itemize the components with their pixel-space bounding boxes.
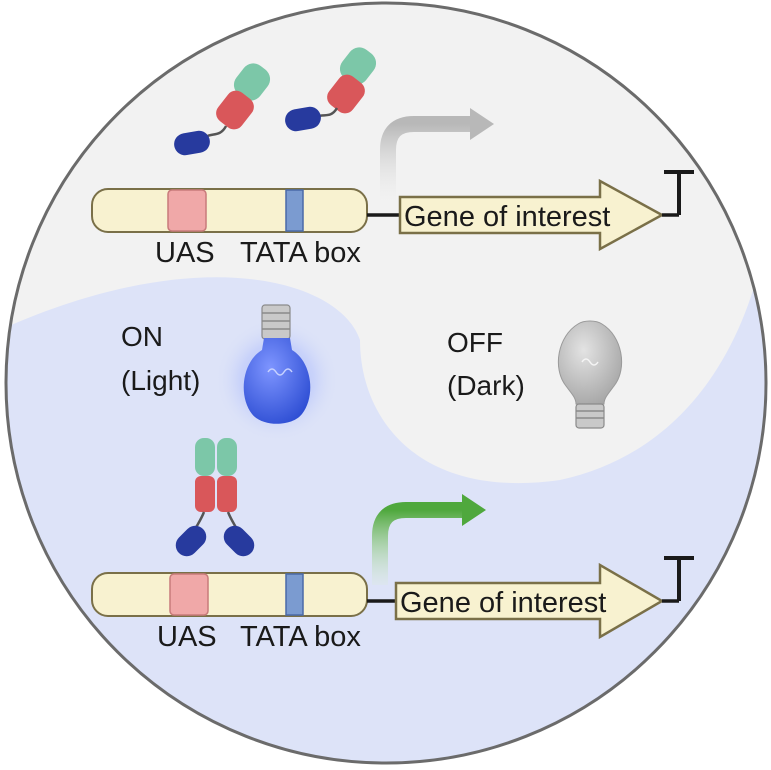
dna-binding-domain [174,130,210,156]
dimerization-domain-teal [195,438,215,476]
circle-border [4,1,768,765]
transcription-arrow-icon [372,494,486,585]
on-sublabel: (Light) [121,365,200,396]
uas-site [167,189,207,232]
bottom-construct: Gene of interest UAS TATA box [91,438,694,653]
gal4-dimer [175,438,255,557]
tata-label: TATA box [240,237,361,269]
off-sublabel: (Dark) [447,370,525,401]
transcription-arrow-icon [380,108,494,200]
dna-binding-domain [223,525,255,557]
off-state: OFF (Dark) [447,327,525,401]
tata-box [285,189,304,232]
gal4-monomer-2 [285,47,377,132]
light-bulb-on-icon [215,304,339,442]
dimerization-domain-red [217,476,237,512]
terminator-icon [662,556,694,603]
terminator-icon [662,170,694,217]
dna-promoter-bar [91,188,368,233]
off-label: OFF [447,327,503,358]
gene-arrow [398,178,665,252]
light-bulb-off-icon [557,320,623,429]
tata-label: TATA box [240,621,361,653]
dna-binding-domain [285,106,321,132]
dimerization-domain-teal [233,63,271,101]
gene-label: Gene of interest [404,201,610,233]
gal4-monomer-1 [174,63,271,156]
top-construct: Gene of interest UAS TATA box [91,47,694,269]
gene-label: Gene of interest [400,587,606,619]
dimerization-domain-red [327,74,365,114]
dna-binding-domain [175,525,207,557]
on-label: ON [121,321,163,352]
uas-site [169,573,209,616]
on-state: ON (Light) [121,321,200,396]
dimerization-domain-red [195,476,215,512]
gene-arrow [394,562,665,640]
tata-box [285,573,304,616]
dimerization-domain-teal [217,438,237,476]
dimerization-domain-red [216,90,254,130]
uas-label: UAS [155,237,215,269]
dna-promoter-bar [91,572,368,617]
uas-label: UAS [157,621,217,653]
